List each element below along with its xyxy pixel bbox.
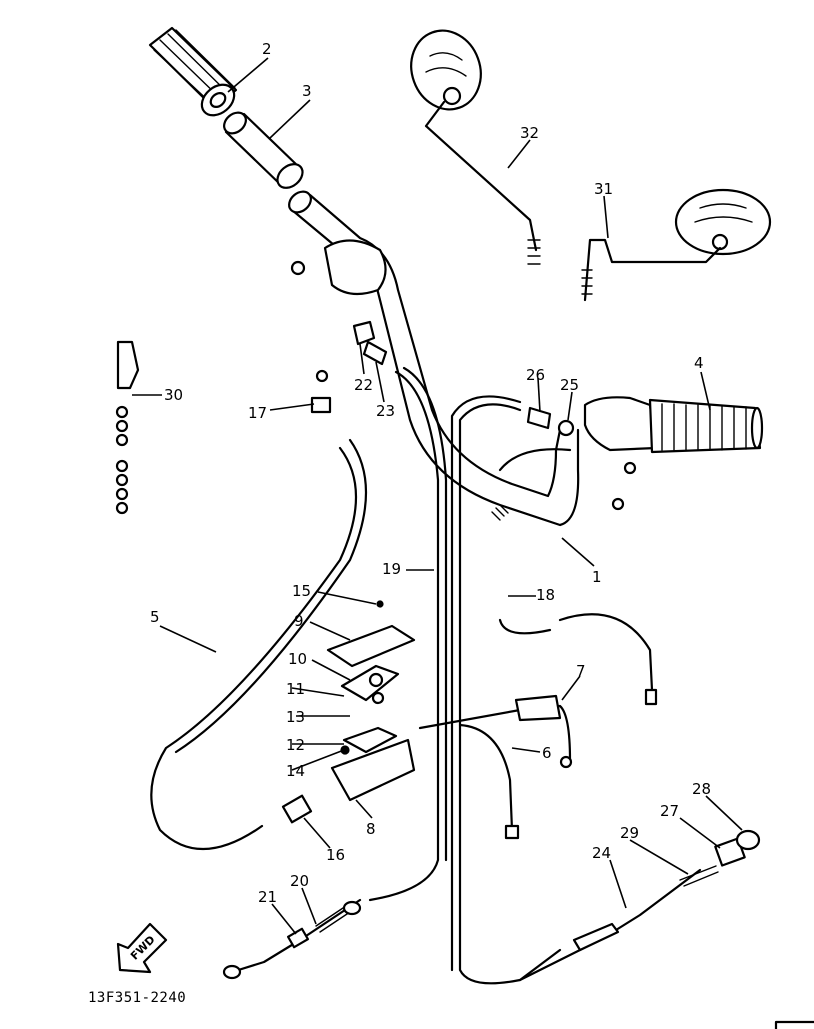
callout-2: 2 bbox=[262, 40, 272, 58]
mirror-left bbox=[410, 29, 541, 265]
callout-27: 27 bbox=[660, 802, 679, 820]
cable-24 bbox=[518, 868, 702, 982]
callout-32: 32 bbox=[520, 124, 539, 142]
callout-16: 16 bbox=[326, 846, 345, 864]
right-grip bbox=[583, 396, 764, 454]
callout-22: 22 bbox=[354, 376, 373, 394]
callout-24: 24 bbox=[592, 844, 611, 862]
callout-10: 10 bbox=[288, 650, 307, 668]
perch-parts bbox=[281, 600, 416, 824]
leader-lines bbox=[132, 57, 743, 935]
callout-21: 21 bbox=[258, 888, 277, 906]
callout-13: 13 bbox=[286, 708, 305, 726]
mirror-right bbox=[581, 188, 772, 302]
throttle-tube bbox=[223, 111, 304, 189]
callout-11: 11 bbox=[286, 680, 305, 698]
callout-15: 15 bbox=[292, 582, 311, 600]
cable-21 bbox=[230, 898, 362, 974]
chain-30 bbox=[115, 340, 140, 515]
handlebar bbox=[288, 190, 580, 527]
callout-30: 30 bbox=[164, 386, 183, 404]
callout-12: 12 bbox=[286, 736, 305, 754]
callout-9: 9 bbox=[294, 612, 304, 630]
corner-mark bbox=[774, 1020, 814, 1029]
callout-7: 7 bbox=[576, 662, 586, 680]
callout-23: 23 bbox=[376, 402, 395, 420]
left-grip bbox=[148, 26, 238, 117]
callout-28: 28 bbox=[692, 780, 711, 798]
callout-3: 3 bbox=[302, 82, 312, 100]
callout-18: 18 bbox=[536, 586, 555, 604]
callouts: 1 2 3 4 5 6 7 8 9 10 11 12 13 14 15 16 1… bbox=[150, 40, 711, 906]
callout-14: 14 bbox=[286, 762, 305, 780]
callout-1: 1 bbox=[592, 568, 602, 586]
callout-31: 31 bbox=[594, 180, 613, 198]
callout-4: 4 bbox=[694, 354, 704, 372]
callout-17: 17 bbox=[248, 404, 267, 422]
callout-20: 20 bbox=[290, 872, 309, 890]
callout-5: 5 bbox=[150, 608, 160, 626]
clutch-cable bbox=[150, 446, 358, 851]
cable-18 bbox=[458, 403, 562, 985]
callout-6: 6 bbox=[542, 744, 552, 762]
cable-19 bbox=[368, 370, 440, 902]
callout-26: 26 bbox=[526, 366, 545, 384]
reference-code: 13F351-2240 bbox=[88, 990, 186, 1006]
callout-8: 8 bbox=[366, 820, 376, 838]
callout-25: 25 bbox=[560, 376, 579, 394]
fwd-arrow-icon: FWD bbox=[116, 922, 168, 974]
callout-29: 29 bbox=[620, 824, 639, 842]
callout-19: 19 bbox=[382, 560, 401, 578]
